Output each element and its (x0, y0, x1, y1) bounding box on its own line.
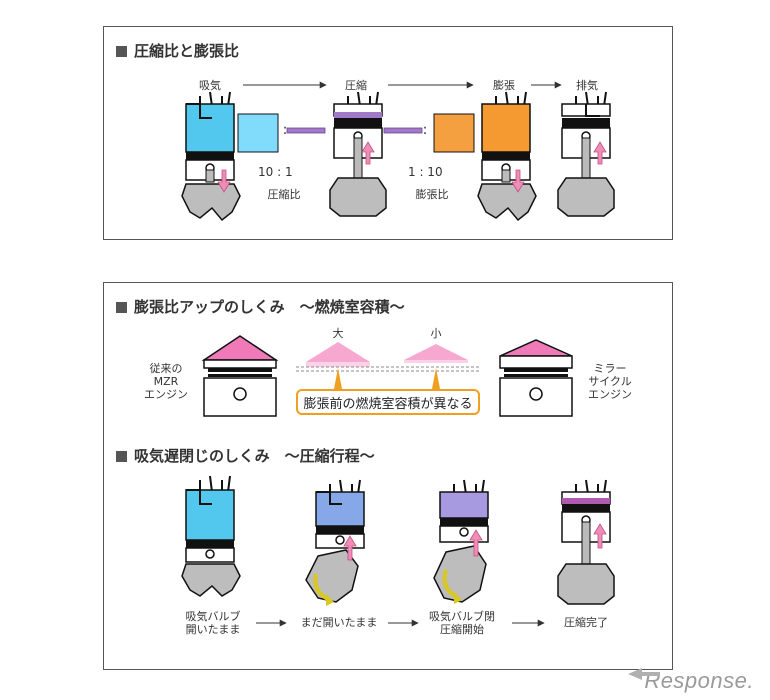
stage-label-compression: 圧縮 (345, 79, 367, 92)
stage-label-expansion: 膨張 (493, 79, 515, 92)
section-title-text: 膨張比アップのしくみ 〜燃焼室容積〜 (134, 298, 405, 316)
ratio-colon-right: : (422, 122, 428, 138)
response-logo-arrow-icon (628, 668, 660, 680)
step-label-1: 吸気バルブ 開いたまま (178, 610, 248, 636)
label-line: まだ開いたまま (300, 616, 378, 629)
label-line: 吸気バルブ (185, 610, 241, 623)
section-title-text: 吸気遅閉じのしくみ 〜圧縮行程〜 (134, 447, 375, 465)
miller-engine-chamber (499, 339, 573, 417)
stage-label-exhaust: 排気 (576, 79, 598, 92)
ratio-colon-left: : (282, 122, 288, 138)
label-line: サイクル (588, 375, 632, 388)
label-line: エンジン (588, 388, 632, 401)
engine-exhaust (557, 91, 615, 217)
expanded-volume-square (433, 113, 475, 153)
square-bullet-icon (116, 302, 127, 313)
large-volume-label: 大 (332, 327, 344, 340)
small-volume-label: 小 (430, 327, 442, 340)
step-label-2: まだ開いたまま (294, 616, 384, 629)
step-label-4: 圧縮完了 (556, 616, 616, 629)
label-line: MZR (153, 375, 179, 388)
label-line: ミラー (593, 362, 627, 375)
section-title-late-close: 吸気遅閉じのしくみ 〜圧縮行程〜 (116, 445, 375, 466)
stage-label-intake: 吸気 (199, 79, 221, 92)
late-close-engine-2 (305, 479, 365, 606)
compression-ratio-value: 10 : 1 (258, 165, 293, 179)
section-title-chamber: 膨張比アップのしくみ 〜燃焼室容積〜 (116, 296, 405, 317)
expansion-ratio-label: 膨張比 (415, 188, 449, 201)
miller-engine-label: ミラー サイクル エンジン (580, 362, 640, 401)
expansion-ratio-value: 1 : 10 (408, 165, 443, 179)
conventional-engine-label: 従来の MZR エンジン (136, 362, 196, 401)
label-line: 圧縮開始 (440, 623, 484, 636)
section-title-text: 圧縮比と膨張比 (134, 42, 240, 60)
engine-compression (329, 91, 387, 217)
square-bullet-icon (116, 451, 127, 462)
response-logo: Response. (644, 668, 754, 693)
chamber-volume-note: 膨張前の燃焼室容積が異なる (296, 389, 480, 415)
label-line: 従来の (149, 362, 183, 375)
late-close-engine-1 (181, 475, 241, 597)
label-line: 圧縮完了 (564, 616, 608, 629)
step-label-3: 吸気バルブ閉 圧縮開始 (422, 610, 502, 636)
engine-intake (181, 91, 241, 222)
compression-ratio-label: 圧縮比 (267, 188, 301, 201)
chamber-volume-comparison (296, 342, 480, 389)
intake-volume-square (237, 113, 279, 153)
square-bullet-icon (116, 46, 127, 57)
combustion-volume-bar (383, 127, 423, 134)
section-title-ratio: 圧縮比と膨張比 (116, 40, 239, 61)
late-close-engine-3 (433, 479, 489, 604)
label-line: 吸気バルブ閉 (429, 610, 495, 623)
engine-expansion (477, 91, 537, 222)
label-line: 開いたまま (185, 623, 241, 636)
label-line: エンジン (144, 388, 188, 401)
conventional-engine-chamber (201, 335, 279, 417)
compressed-volume-bar (286, 127, 326, 134)
late-close-engine-4 (557, 479, 615, 605)
expansion-mechanism-panel (103, 282, 673, 670)
